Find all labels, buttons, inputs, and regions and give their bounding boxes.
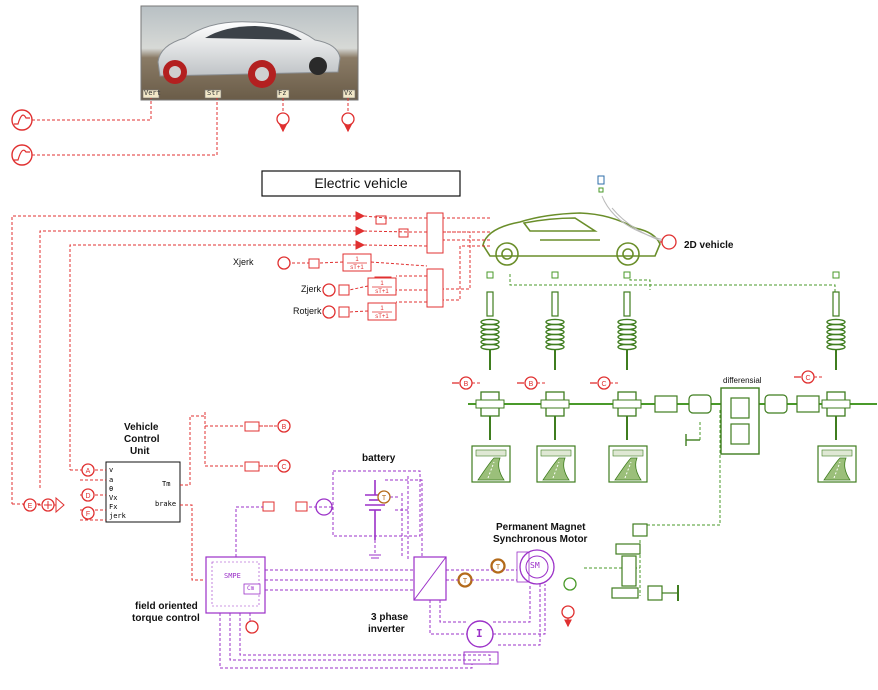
suspension-column-1[interactable] — [472, 272, 510, 482]
temperature-letter: T — [463, 578, 468, 585]
motor-symbol: SM — [530, 561, 540, 570]
road-profile-2[interactable] — [537, 446, 575, 482]
suspension-column-2[interactable] — [537, 272, 575, 482]
inverter-label-1: 3 phase — [371, 612, 408, 623]
signal-connector-e-4[interactable]: E — [24, 499, 36, 511]
rotjerk-label: Rotjerk — [293, 306, 322, 316]
connector-letter: D — [85, 493, 90, 500]
wheel-torque-connector-1[interactable]: B — [452, 377, 482, 389]
zjerk-connector[interactable] — [323, 284, 335, 296]
temperature-letter: T — [496, 564, 501, 571]
car3d-port-fz: Fz — [278, 89, 286, 97]
signal-source-2[interactable] — [12, 145, 32, 165]
connector-letter: B — [282, 424, 287, 431]
vcu-port-brake: brake — [155, 500, 176, 508]
vcu-label-3: Unit — [130, 446, 149, 457]
wheel-torque-connector-4[interactable]: C — [794, 371, 824, 383]
tf-denominator: sT+1 — [375, 289, 389, 295]
temperature-badge-2[interactable]: T — [459, 574, 471, 586]
wheel-connector-letter: B — [529, 381, 534, 388]
car3d-port-vx: Vx — [344, 89, 352, 97]
vehicle-2d-body[interactable] — [483, 213, 660, 265]
inverter-symbol: I — [476, 627, 483, 640]
battery-ground-icon — [369, 555, 381, 558]
battery-label: battery — [362, 453, 395, 464]
diagram-title: Electric vehicle — [262, 171, 460, 196]
vcu-port-theta: θ — [109, 485, 113, 493]
foc-name: SMPE — [224, 572, 241, 580]
rotjerk-connector[interactable] — [323, 306, 335, 318]
suspension-column-3[interactable] — [609, 272, 647, 482]
connector-letter: E — [28, 503, 33, 510]
suspension-column-4[interactable] — [818, 272, 856, 482]
xjerk-connector[interactable] — [278, 257, 309, 269]
driveline-ground-icon — [686, 434, 700, 446]
motor-speed-sensor[interactable] — [564, 578, 576, 590]
foc-sub: Cm — [247, 585, 254, 592]
wheel-torque-connector-2[interactable]: B — [517, 377, 547, 389]
pmsm-label-2: Synchronous Motor — [493, 534, 587, 545]
summing-junction[interactable] — [42, 498, 64, 512]
connector-letter: C — [281, 464, 286, 471]
temperature-letter: T — [382, 495, 387, 502]
xjerk-label: Xjerk — [233, 257, 254, 267]
signal-connector-b-5[interactable]: B — [278, 420, 290, 432]
foc-torque-out[interactable] — [246, 621, 258, 633]
connector-letter: F — [86, 511, 90, 518]
vcu-label-1: Vehicle — [124, 422, 158, 433]
differential[interactable] — [721, 388, 759, 454]
temperature-badge-1[interactable]: T — [378, 491, 390, 503]
signal-connector-f-3[interactable]: F — [82, 507, 94, 519]
vcu-port-tm: Tm — [162, 480, 170, 488]
temperature-badge-3[interactable]: T — [492, 560, 504, 572]
vcu-port-fx: Fx — [109, 503, 117, 511]
wheel-connector-letter: C — [601, 381, 606, 388]
car3d-input-wires — [32, 98, 348, 155]
zjerk-label: Zjerk — [301, 284, 321, 294]
car3d-port-vert: Vert — [144, 89, 161, 97]
wheel-connector-letter: B — [464, 381, 469, 388]
car3d-port-str: Str — [207, 89, 220, 97]
battery-frame — [333, 471, 420, 536]
vx-sensor[interactable] — [342, 113, 354, 131]
signal-connector-c-6[interactable]: C — [278, 460, 290, 472]
motor-torque-sensor[interactable] — [562, 606, 574, 626]
connector-letter: A — [86, 468, 91, 475]
driveline-wires — [510, 274, 835, 596]
road-profile-4[interactable] — [818, 446, 856, 482]
signal-connector-d-2[interactable]: D — [82, 489, 94, 501]
pmsm-label-1: Permanent Magnet — [496, 522, 585, 533]
vcu-port-vx: Vx — [109, 494, 117, 502]
signal-connector-a-1[interactable]: A — [82, 464, 94, 476]
current-sensor-base — [464, 652, 498, 664]
motor-shaft-cluster[interactable] — [612, 524, 678, 601]
inverter-label-2: inverter — [368, 624, 405, 635]
signal-source-1[interactable] — [12, 110, 32, 130]
vcu-label-2: Control — [124, 434, 160, 445]
tf-denominator: sT+1 — [375, 314, 389, 320]
wheel-connector-letter: C — [805, 375, 810, 382]
tf-denominator: sT+1 — [350, 265, 364, 271]
road-profile-3[interactable] — [609, 446, 647, 482]
vcu-port-v: v — [109, 466, 113, 474]
car-3d-viewport — [141, 6, 358, 100]
fz-sensor[interactable] — [277, 113, 289, 131]
differential-label: differensial — [723, 376, 762, 385]
foc-label-2: torque control — [132, 613, 200, 624]
vcu-port-a: a — [109, 476, 113, 484]
road-profile-1[interactable] — [472, 446, 510, 482]
battery-wires — [307, 480, 422, 570]
vcu-port-jerk: jerk — [109, 512, 126, 520]
vehicle2d-label: 2D vehicle — [684, 240, 733, 251]
foc-label-1: field oriented — [135, 601, 198, 612]
vehicle-2d-probe[interactable] — [598, 176, 676, 249]
wheel-torque-connector-3[interactable]: C — [590, 377, 620, 389]
battery-symbol[interactable] — [365, 480, 385, 540]
